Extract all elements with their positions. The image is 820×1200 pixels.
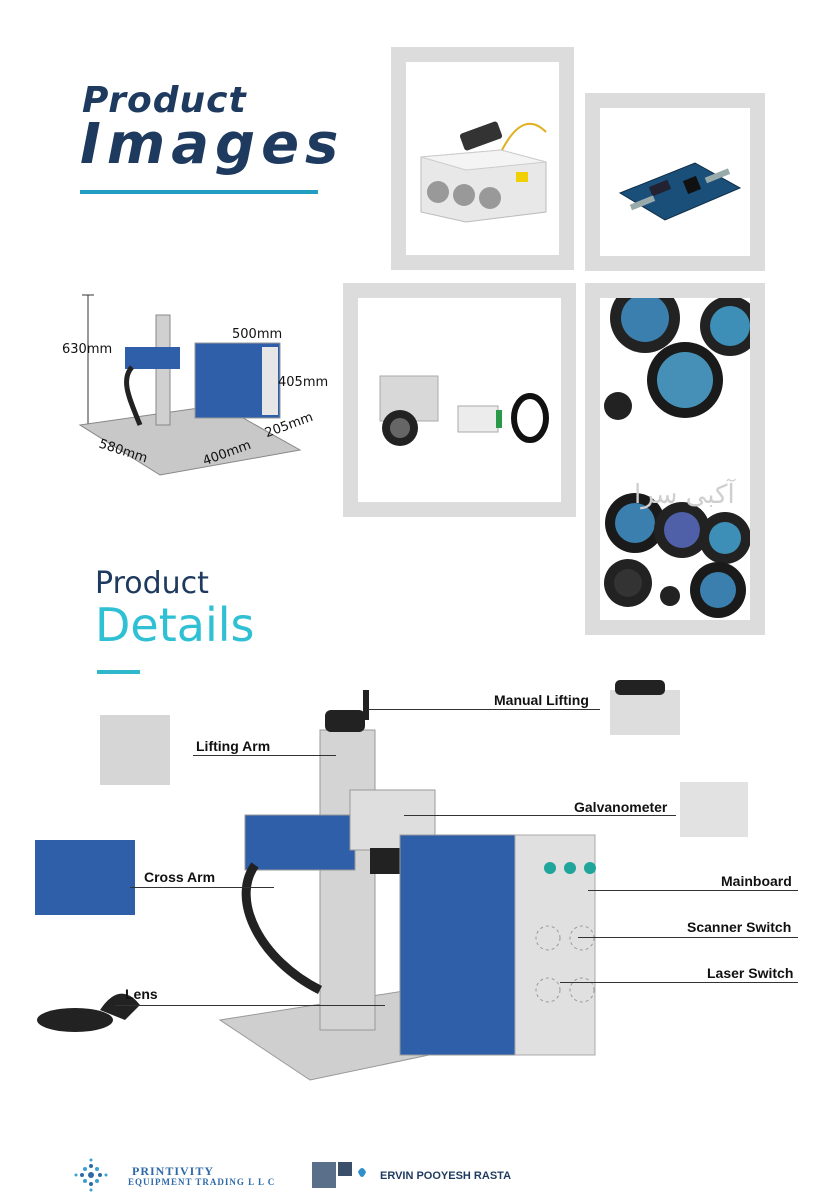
lenses-image (604, 298, 750, 618)
callout-mainboard: Mainboard (721, 873, 792, 889)
laser-source-image (420, 121, 547, 223)
scanner-switch-line (578, 937, 798, 938)
ervin-name: ERVIN POOYESH RASTA (380, 1170, 512, 1182)
details-title-line2: Details (95, 598, 255, 652)
dimension-cabinet-width: 500mm (232, 327, 283, 342)
callout-laser-switch: Laser Switch (707, 965, 794, 981)
callout-scanner-switch: Scanner Switch (687, 919, 792, 935)
dimension-cabinet-height: 405mm (278, 375, 329, 390)
title-underline (80, 190, 318, 194)
galvanometer-line (404, 815, 676, 816)
cross-arm-line (130, 887, 274, 888)
section-title-line2: Images (80, 112, 345, 177)
laser-switch-line (560, 982, 798, 983)
laser-source-photo-frame (391, 47, 574, 270)
cross-arm-inset (35, 840, 135, 915)
lifting-arm-inset (100, 715, 170, 785)
watermark-text: آکبی سرا (634, 480, 735, 510)
ervin-logo-icon (312, 1162, 366, 1188)
printivity-name: PRINTIVITY (132, 1164, 215, 1178)
machine-dimensions-diagram (78, 294, 302, 476)
details-underline (97, 670, 140, 674)
machine-detail-diagram (35, 680, 748, 1081)
dimension-height: 630mm (62, 342, 113, 357)
manual-lifting-line (368, 709, 600, 710)
control-board-image (618, 162, 742, 221)
callout-galvanometer: Galvanometer (574, 799, 668, 815)
printivity-subtitle: EQUIPMENT TRADING L L C (128, 1177, 276, 1187)
accessories-image (379, 375, 549, 446)
lenses-photo-frame (585, 283, 765, 635)
control-board-photo-frame (585, 93, 765, 271)
callout-cross-arm: Cross Arm (144, 869, 216, 885)
details-title-line1: Product (95, 566, 209, 601)
accessories-photo-frame (343, 283, 576, 517)
callout-lens: Lens (125, 986, 158, 1002)
section-title-line1: Product (82, 80, 247, 121)
lens-line (115, 1005, 385, 1006)
callout-manual-lifting: Manual Lifting (494, 692, 589, 708)
lifting-arm-line (193, 755, 336, 756)
callout-lifting-arm: Lifting Arm (196, 738, 271, 754)
printivity-logo-icon (74, 1158, 108, 1192)
mainboard-line (588, 890, 798, 891)
